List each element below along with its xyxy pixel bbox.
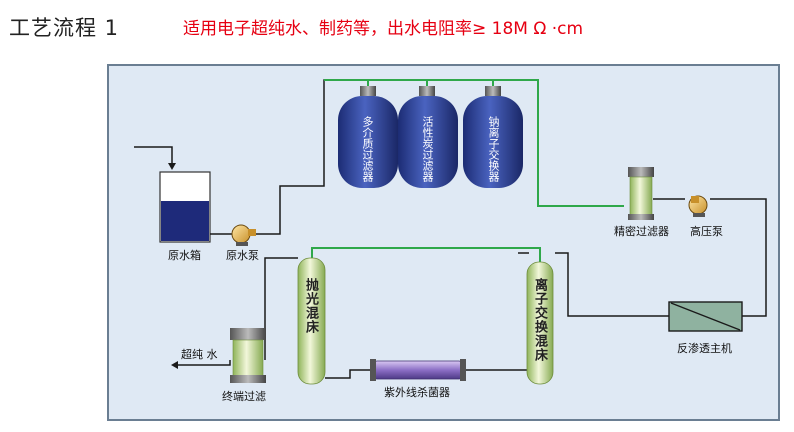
uv-sterilizer-label: 紫外线杀菌器 <box>384 386 450 399</box>
softener-vessel <box>463 86 523 188</box>
ion-exchange-mixed-bed-label: 离子交换混床 <box>532 278 547 362</box>
multimedia-filter-label: 多介质过滤器 <box>361 116 374 182</box>
ion-exchange-mixed-bed-vessel <box>526 261 554 385</box>
polishing-mixed-bed-label: 抛光混床 <box>303 278 318 334</box>
raw-tank-label: 原水箱 <box>168 249 201 262</box>
ro-unit <box>668 301 743 332</box>
page-subtitle: 适用电子超纯水、制药等，出水电阻率≥ 18M Ω ·cm <box>183 19 584 39</box>
inlet-pipe <box>134 146 176 170</box>
page-title: 工艺流程 1 <box>9 16 120 40</box>
final-filter-label: 终端过滤 <box>222 390 266 403</box>
black-pipes <box>178 79 767 379</box>
polishing-mixed-bed-vessel <box>297 257 326 385</box>
high-pressure-pump <box>688 195 708 217</box>
carbon-filter-label: 活性炭过滤器 <box>421 116 434 182</box>
raw-pump-label: 原水泵 <box>226 249 259 262</box>
precision-filter-vessel <box>628 167 654 220</box>
ro-unit-label: 反渗透主机 <box>677 342 732 355</box>
softener-label: 钠离子交换器 <box>487 116 500 182</box>
raw-water-pump <box>231 224 256 246</box>
carbon-filter-vessel <box>398 86 458 188</box>
ultrapure-water-label: 超纯 水 <box>181 348 218 361</box>
outlet-arrowhead <box>171 361 178 369</box>
multimedia-filter-vessel <box>338 86 398 188</box>
uv-sterilizer <box>370 359 466 381</box>
raw-water-tank <box>159 171 211 243</box>
precision-filter-label: 精密过滤器 <box>614 225 669 238</box>
final-filter-vessel <box>230 328 266 383</box>
hp-pump-label: 高压泵 <box>690 225 723 238</box>
